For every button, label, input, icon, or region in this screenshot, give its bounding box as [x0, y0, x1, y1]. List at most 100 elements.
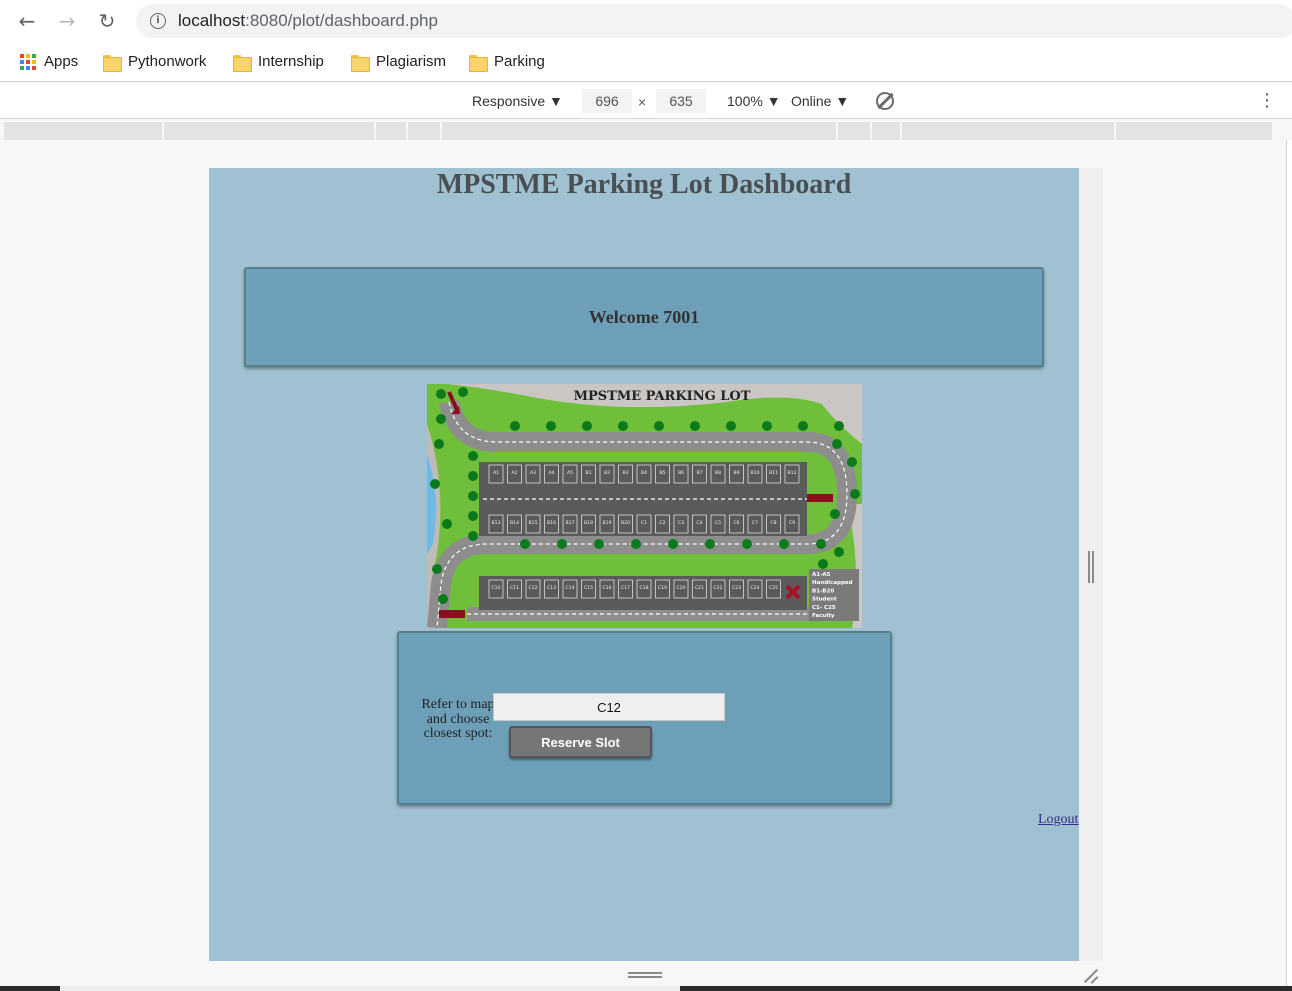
media-query-segment[interactable] [164, 122, 374, 140]
parking-slot-label: C6 [733, 520, 739, 526]
folder-icon [233, 54, 252, 72]
media-query-segment[interactable] [838, 122, 870, 140]
tree-marker [442, 519, 452, 529]
reservation-panel: Refer to map and choose closest spot: Re… [397, 631, 892, 805]
tree-marker [631, 539, 641, 549]
zoom-select[interactable]: 100% ▼ [727, 92, 781, 110]
media-query-segment[interactable] [872, 122, 900, 140]
parking-slot [618, 514, 633, 534]
tree-marker [468, 491, 478, 501]
tree-marker [726, 421, 736, 431]
bookmark-pythonwork[interactable]: Pythonwork [103, 52, 206, 72]
parking-slot [710, 514, 726, 534]
reload-icon[interactable]: ↻ [98, 9, 116, 33]
tree-marker [779, 539, 789, 549]
tree-marker [742, 539, 752, 549]
parking-slot [525, 464, 541, 484]
bookmark-internship[interactable]: Internship [233, 52, 324, 72]
parking-slot-label: B9 [733, 470, 739, 476]
parking-slot-label: C23 [732, 585, 741, 591]
info-icon[interactable]: i [150, 13, 166, 29]
parking-slot-label: B13 [492, 520, 501, 526]
forward-arrow-icon[interactable]: → [58, 9, 76, 33]
parking-slot [766, 464, 781, 484]
parking-slot-label: C17 [621, 585, 630, 591]
resize-handle-corner[interactable] [1082, 966, 1100, 984]
media-query-segment[interactable] [4, 122, 162, 140]
parking-slot-label: B11 [769, 470, 778, 476]
bookmark-plagiarism[interactable]: Plagiarism [351, 52, 446, 72]
folder-icon [103, 54, 122, 72]
parking-slot-label: B5 [659, 470, 665, 476]
url-path: :8080/plot/dashboard.php [245, 11, 438, 30]
parking-slot [692, 514, 707, 534]
parking-slot [766, 514, 781, 534]
parking-slot [747, 514, 763, 534]
device-select[interactable]: Responsive ▼ [472, 92, 563, 110]
zoom-label: 100% [727, 93, 763, 109]
bookmark-apps[interactable]: Apps [20, 52, 78, 72]
bookmark-parking[interactable]: Parking [469, 52, 545, 72]
bookmarks-bar: Apps Pythonwork Internship Plagiarism Pa… [0, 42, 1292, 82]
parking-slot [544, 514, 559, 534]
rotate-icon[interactable] [876, 92, 894, 110]
scrollbar-track[interactable] [1286, 140, 1292, 986]
media-query-segment[interactable] [902, 122, 1114, 140]
address-bar[interactable]: i localhost:8080/plot/dashboard.php [136, 4, 1292, 38]
parking-slot [525, 579, 541, 599]
height-input[interactable]: 635 [656, 89, 706, 113]
parking-slot-label: C21 [695, 585, 704, 591]
reserve-slot-button[interactable]: Reserve Slot [509, 726, 652, 758]
parking-slot [636, 514, 652, 534]
parking-slot [673, 464, 689, 484]
map-legend-text: B1-B20 [812, 588, 834, 594]
parking-slot-label: C9 [789, 520, 795, 526]
bookmark-label: Plagiarism [376, 53, 447, 70]
parking-slot-label: C4 [696, 520, 702, 526]
width-input[interactable]: 696 [582, 89, 632, 113]
parking-slot-label: C2 [659, 520, 665, 526]
parking-slot [636, 579, 652, 599]
tree-marker [850, 489, 860, 499]
tree-marker [468, 531, 478, 541]
parking-slot [784, 514, 800, 534]
parking-slot-label: A1 [493, 470, 499, 476]
tree-marker [832, 439, 842, 449]
parking-slot [581, 514, 596, 534]
media-query-segment[interactable] [442, 122, 836, 140]
bookmark-label: Internship [258, 53, 324, 70]
tree-marker [690, 421, 700, 431]
resize-handle-right[interactable] [1088, 551, 1094, 583]
parking-slot [488, 514, 504, 534]
parking-slot-label: B8 [715, 470, 721, 476]
media-query-segment[interactable] [376, 122, 406, 140]
parking-slot-label: A4 [548, 470, 554, 476]
media-query-segment[interactable] [1116, 122, 1272, 140]
parking-slot-label: C8 [770, 520, 776, 526]
parking-slot-label: B6 [678, 470, 684, 476]
logout-link[interactable]: Logout [1038, 812, 1079, 827]
parking-slot-label: B2 [604, 470, 610, 476]
parking-slot-label: B15 [529, 520, 538, 526]
bookmark-label: Parking [494, 53, 545, 70]
tree-marker [458, 387, 468, 397]
parking-slot [710, 579, 726, 599]
tree-marker [798, 421, 808, 431]
parking-slot [544, 464, 559, 484]
network-select[interactable]: Online ▼ [791, 92, 849, 110]
apps-grid-icon [20, 54, 36, 70]
parking-slot [581, 579, 596, 599]
parking-slot [581, 464, 596, 484]
parking-slot [507, 514, 522, 534]
slot-input[interactable] [493, 693, 725, 721]
bookmark-label: Apps [44, 53, 79, 70]
tree-marker [818, 559, 828, 569]
media-query-segment[interactable] [408, 122, 440, 140]
map-legend-text: A1-A5 [812, 572, 831, 578]
back-arrow-icon[interactable]: ← [18, 9, 36, 33]
parking-slot [618, 579, 633, 599]
resize-handle-bottom[interactable] [628, 972, 662, 978]
more-options-icon[interactable]: ⋮ [1258, 90, 1276, 111]
media-query-bar[interactable] [4, 122, 1284, 140]
